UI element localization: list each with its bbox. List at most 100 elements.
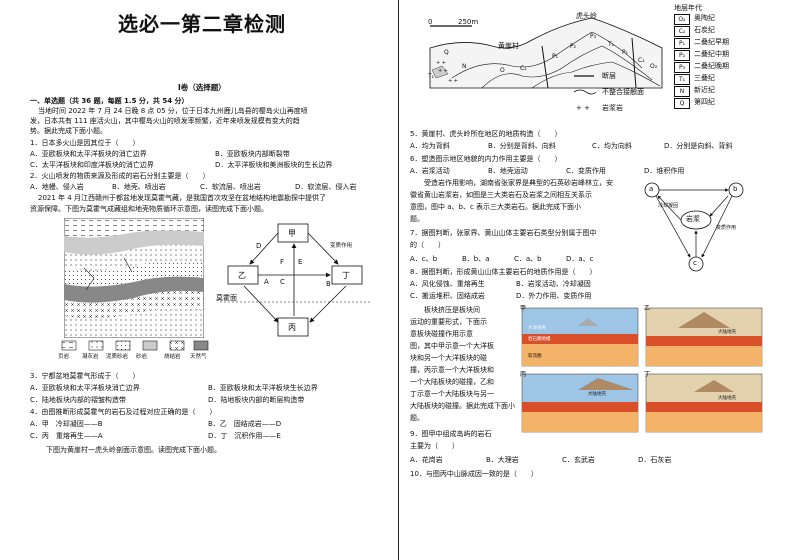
- q4-option-c: C．丙 重熔再生——A: [30, 432, 103, 440]
- question-8: 8．据图判断，形成黄山山体主要岩石的地质作用是（ ）: [410, 268, 597, 276]
- right-column: + ++ ++ + 0 250m 黄崖村 虎头岭 Q N T₁ O C₂ P₁ …: [402, 0, 794, 560]
- panel-jia-lithosphere: 岩石圈地幔: [528, 337, 551, 342]
- column-divider: [398, 0, 399, 560]
- section-heading: 一、单选题（共 36 题，每题 1.5 分，共 54 分）: [30, 97, 189, 105]
- svg-text:+ +: + +: [438, 68, 448, 74]
- question-7: 7．据图判断，张家界、黄山山体主要岩石类型分别属于图中: [410, 229, 597, 237]
- passage-5-line-10: 题。: [410, 414, 424, 422]
- q3-option-c: C．陆地板块内部的褶皱构造带: [30, 396, 126, 404]
- strata-code-t1: T₁: [674, 74, 690, 85]
- panel-ding-continent-crust: 大陆地壳: [718, 396, 736, 401]
- q2-option-c: C．软流层、喷出岩: [200, 183, 261, 191]
- map-label-n: N: [462, 63, 467, 70]
- passage-4-line-4: 题。: [410, 215, 424, 223]
- q8-option-c: C．搬运堆积、固结成岩: [410, 292, 485, 300]
- legend-shale: 页岩: [58, 354, 70, 360]
- magma-node-b: b: [733, 185, 738, 193]
- q6-option-b: B．地壳运动: [488, 167, 528, 175]
- map-label-p3: P₃: [590, 33, 597, 40]
- intro-line-2: 发，日本共有 111 座活火山，其中樱岛火山的喷发率频繁，近年来喷发规模有变大的…: [30, 117, 300, 125]
- passage-5-line-5: 块和另一个大洋板块的碰: [410, 354, 487, 362]
- q7-option-c: C．a、b: [514, 255, 542, 263]
- village-label: 黄崖村: [498, 42, 519, 50]
- q9-option-b: B．大理岩: [486, 456, 519, 464]
- q4-option-a: A．甲 冷却凝固——B: [30, 420, 103, 428]
- magma-node-label: 岩浆: [686, 215, 700, 223]
- cycle-node-bing: 丙: [288, 323, 296, 332]
- strata-name-p2: 二叠纪中期: [694, 50, 729, 58]
- strata-name-o2: 奥陶纪: [694, 14, 715, 22]
- magma-node-a: a: [649, 185, 654, 193]
- legend-igneous: 岩浆岩: [602, 104, 623, 112]
- map-label-c2: C₂: [520, 65, 527, 72]
- question-2: 2．火山喷发的物质来源及形成的岩石分别主要是（ ）: [30, 172, 210, 180]
- cycle-metamorphism-label: 变质作用: [330, 243, 353, 249]
- map-label-p1-right: P₁: [622, 49, 629, 56]
- map-label-c2-right: C₂: [638, 57, 645, 64]
- panel-jia-label: 甲: [520, 305, 527, 312]
- intro-line-3: 势。据此完成下面小题。: [30, 127, 107, 135]
- question-6: 6．塑造图示地区地貌的内力作用主要是（ ）: [410, 155, 562, 163]
- q1-option-d: D．太平洋板块和美洲板块的生长边界: [215, 161, 333, 169]
- strata-code-p1: P₁: [674, 38, 690, 49]
- strata-code-p3: P₃: [674, 62, 690, 73]
- q1-option-a: A．亚欧板块和太平洋板块的消亡边界: [30, 150, 147, 158]
- q1-option-b: B．亚欧板块内部断裂带: [215, 150, 290, 158]
- map-label-t1-right: T₁: [608, 41, 615, 48]
- question-10: 10．与图丙中山脉成因一致的是（ ）: [410, 470, 538, 478]
- question-5: 5．黄崖村、虎头岭所在地区的地质构造（ ）: [410, 130, 562, 138]
- q3-option-a: A．亚欧板块和太平洋板块消亡边界: [30, 384, 140, 392]
- magma-label-metamorphism: 变质作用: [716, 225, 737, 231]
- rock-cycle-diagram: 甲 乙 丁 丙 D E F C A B 变质作用 莫霍面: [216, 218, 370, 348]
- strata-legend-icons: [61, 340, 209, 351]
- passage-5-line-1: 板块挤压是板块间: [410, 306, 480, 314]
- panel-ding-label: 丁: [644, 371, 651, 378]
- panel-yi-continent-crust: 大陆地壳: [718, 330, 736, 335]
- q3-option-b: B．亚欧板块和太平洋板块生长边界: [208, 384, 318, 392]
- question-4: 4．由图推断形成莫霍气的岩石及过程对应正确的是（ ）: [30, 408, 217, 416]
- page-title: 选必一第二章检测: [118, 12, 286, 36]
- magma-label-cooling: 冷却凝固: [658, 203, 679, 209]
- legend-tuff: 凝灰岩: [82, 354, 99, 360]
- svg-text:+ +: + +: [436, 60, 446, 66]
- passage-5-line-7: 一个大陆板块的碰撞，乙和: [410, 378, 494, 386]
- strata-code-n: N: [674, 86, 690, 97]
- strata-code-c2: C₂: [674, 26, 690, 37]
- legend-sandstone: 砂岩: [136, 354, 148, 360]
- q5-option-b: B．分别是背斜、向斜: [488, 142, 556, 150]
- question-1: 1．日本多火山是因其位于（ ）: [30, 139, 140, 147]
- cycle-arrow-a: A: [264, 278, 269, 286]
- q5-option-d: D．分别是向斜、背斜: [664, 142, 733, 150]
- passage-5-line-9: 大陆板块的碰撞。据此完成下面小: [410, 402, 515, 410]
- volume-heading: I卷（选择题）: [178, 83, 226, 92]
- map-label-o2-right: O₂: [650, 63, 658, 70]
- cycle-arrow-e: E: [298, 258, 303, 266]
- map-label-q: Q: [444, 49, 449, 56]
- strata-name-t1: 三叠纪: [694, 74, 715, 82]
- cycle-arrow-c: C: [280, 278, 285, 286]
- legend-mudstone: 泥质砂岩: [106, 354, 129, 360]
- strata-diagram: [64, 218, 204, 338]
- cycle-node-jia: 甲: [288, 229, 296, 238]
- strata-code-p2: P₂: [674, 50, 690, 61]
- strata-name-p3: 二叠纪晚期: [694, 62, 729, 70]
- map-label-p2: P₂: [570, 43, 577, 50]
- moho-label: 莫霍面: [216, 294, 237, 302]
- q2-option-b: B．地壳、喷出岩: [112, 183, 166, 191]
- plate-collision-figure: 甲 乙 丙 丁 大洋地壳 岩石圈地幔 软流圈 大陆地壳 大陆地壳 大陆地壳: [518, 305, 768, 436]
- q7-option-a: A．c、b: [410, 255, 438, 263]
- strata-code-o2: O₂: [674, 14, 690, 25]
- ridge-label: 虎头岭: [576, 12, 597, 20]
- question-7-cont: 的（ ）: [410, 241, 445, 249]
- strata-name-n: 新近纪: [694, 86, 715, 94]
- passage-4-line-3: 意图，图中 a、b、c 表示三大类岩石。据此完成下面小: [410, 203, 582, 211]
- panel-bing-continent-crust: 大陆地壳: [588, 392, 606, 397]
- strata-name-c2: 石炭纪: [694, 26, 715, 34]
- legend-burnt-rock: 烧结岩: [164, 354, 181, 360]
- q9-option-c: C．玄武岩: [562, 456, 595, 464]
- cycle-node-yi: 乙: [238, 271, 246, 280]
- passage-2-line-1: 2021 年 4 月江西赣州于都盆地发现莫霍气藏，是我国首次攻坚在盆地结构地震勘…: [38, 194, 326, 202]
- magma-node-c: c: [693, 259, 697, 267]
- question-9-cont: 主要为（ ）: [410, 442, 459, 450]
- strata-code-q: Q: [674, 98, 690, 109]
